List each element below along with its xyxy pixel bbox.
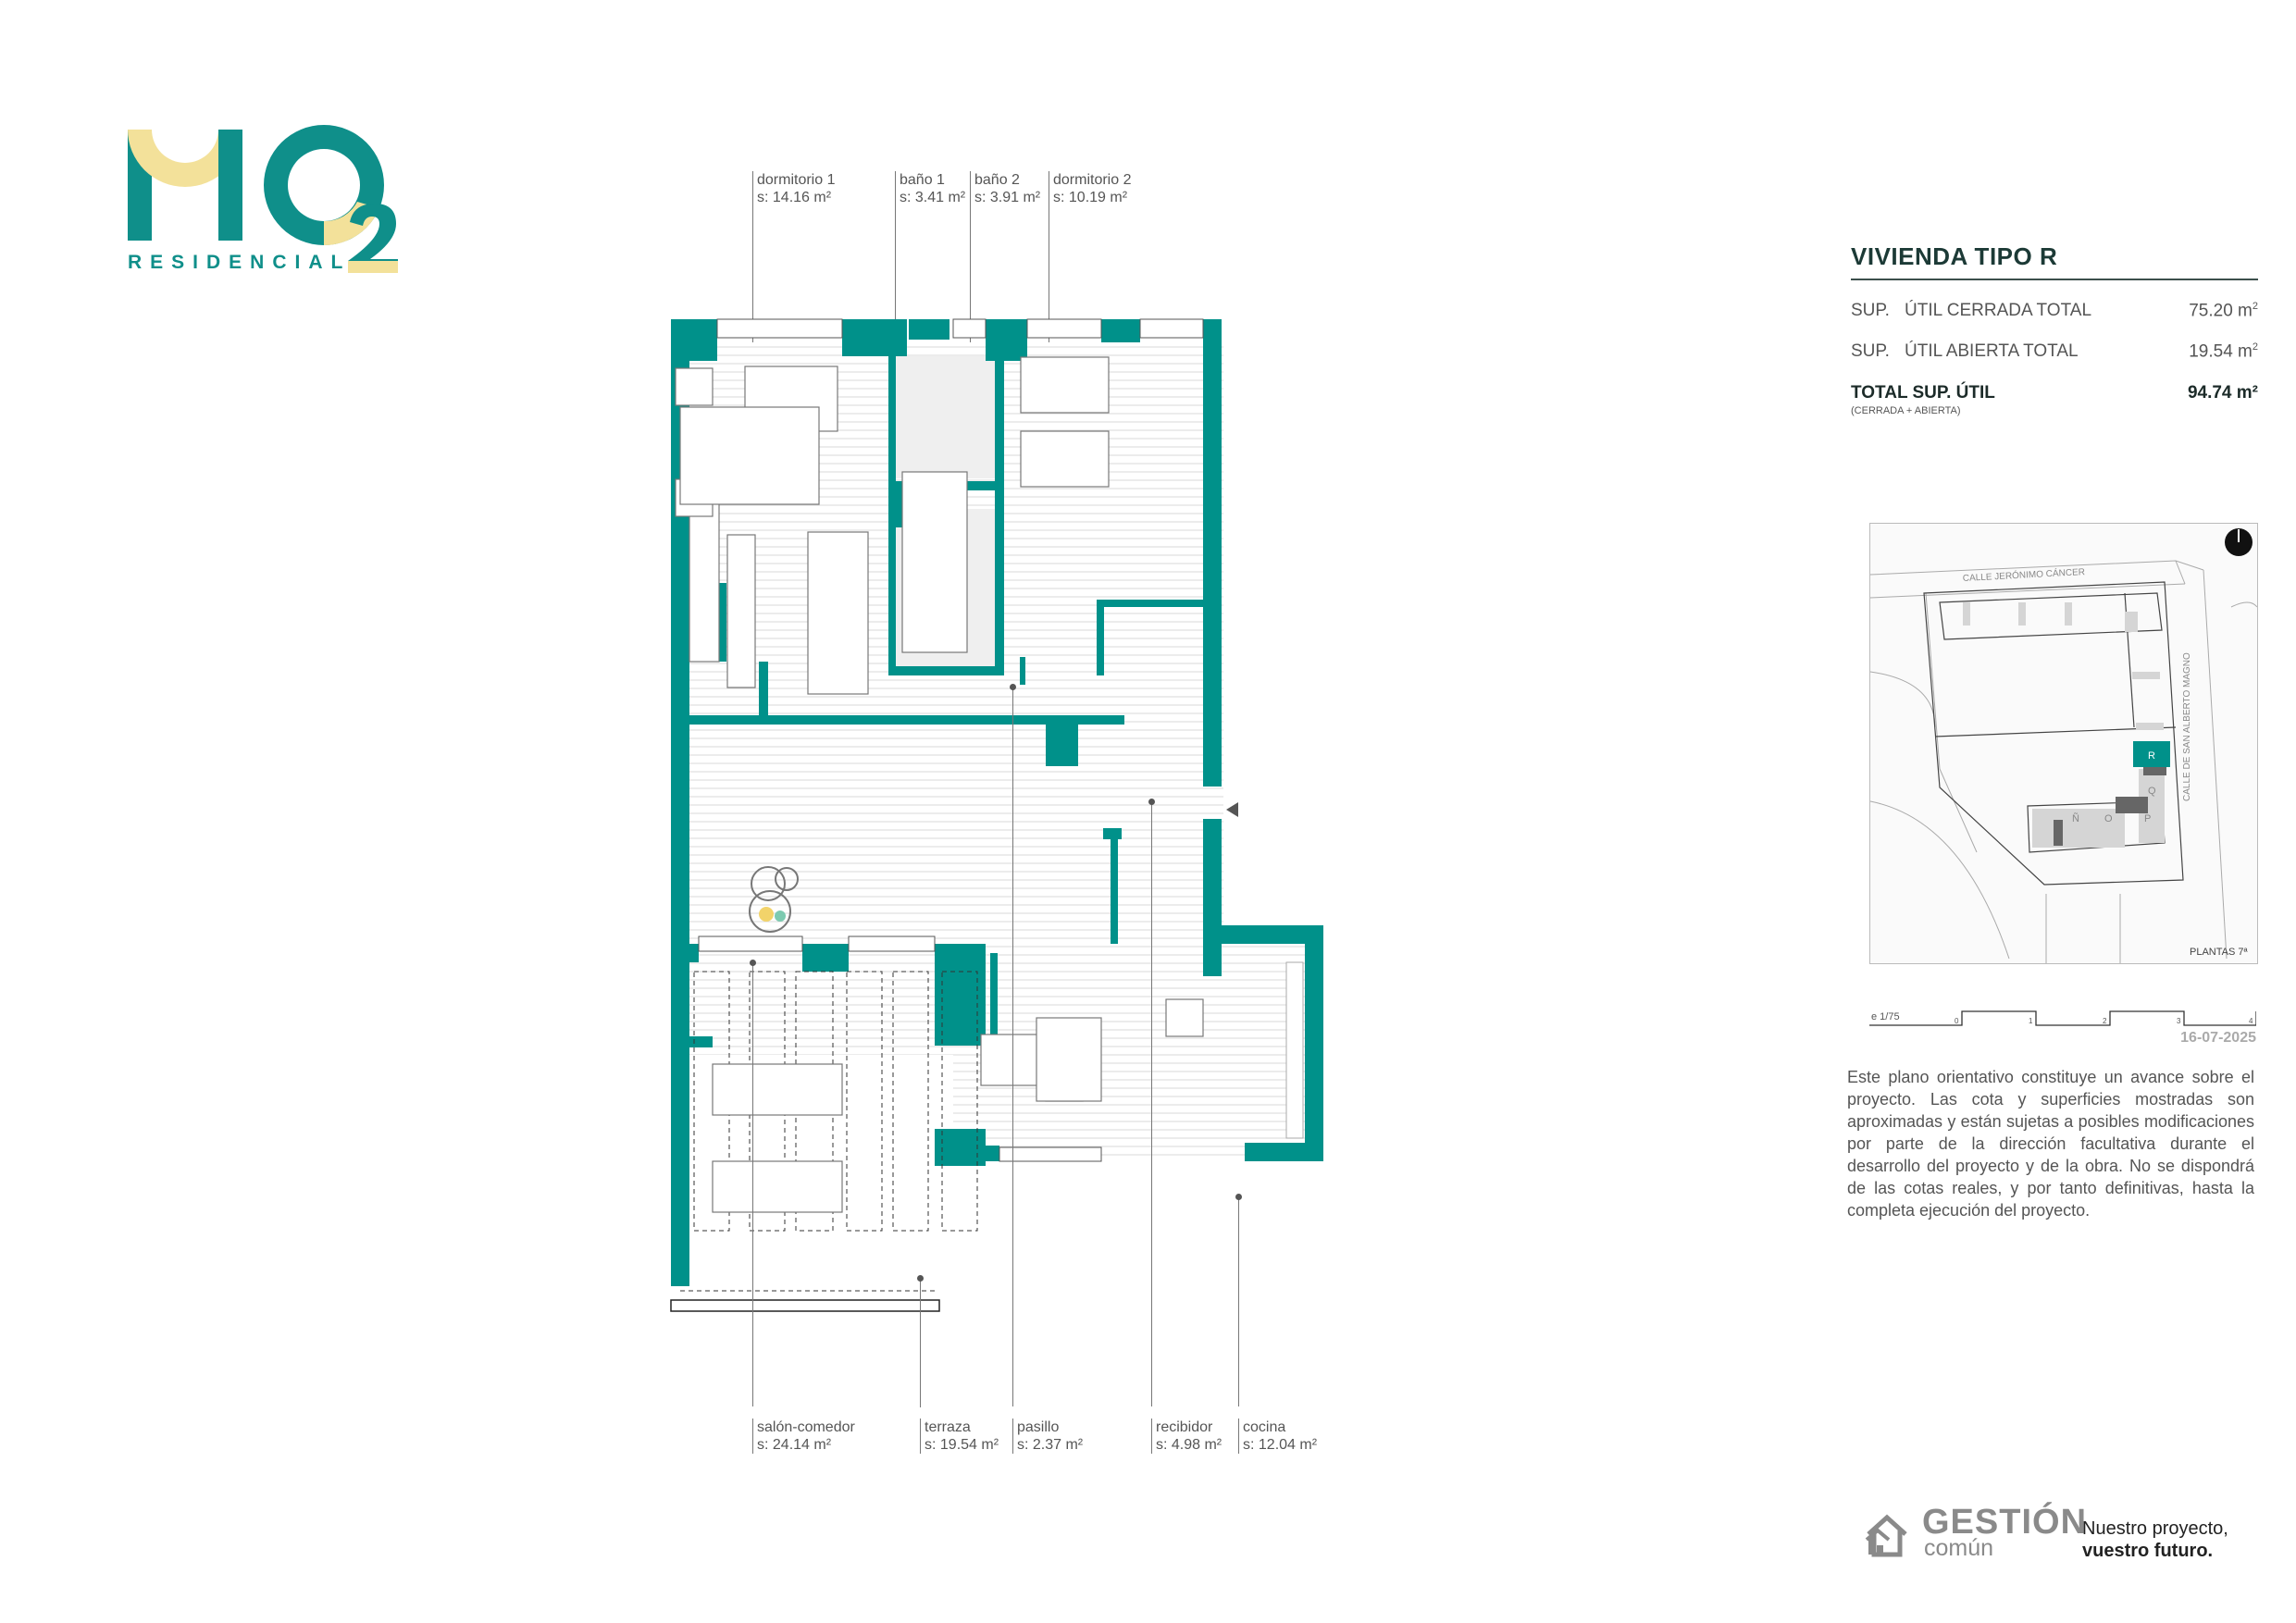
svg-text:O: O: [2104, 813, 2113, 824]
house-icon: [1865, 1514, 1907, 1557]
site-map-drawing: CALLE JERÓNIMO CÁNCER CALLE DE SAN ALBER…: [1869, 528, 2258, 963]
svg-text:4: 4: [2249, 1017, 2253, 1025]
floor-plan: [666, 315, 1333, 1332]
scale-bar: e 1/75 0 1 2 3 4: [1869, 999, 2257, 1027]
entrance-arrow-icon: [1226, 802, 1238, 817]
north-arrow-icon: [2225, 528, 2253, 556]
summary-row-abierta: SUP.ÚTIL ABIERTA TOTAL 19.54 m2: [1851, 341, 2258, 362]
leader-line: [752, 962, 753, 1406]
logo-mark-icon: [128, 125, 398, 273]
svg-text:Q: Q: [2148, 786, 2156, 797]
leader-line: [1151, 801, 1152, 1406]
summary-row-cerrada: SUP.ÚTIL CERRADA TOTAL 75.20 m2: [1851, 301, 2258, 321]
svg-text:CALLE JERÓNIMO CÁNCER: CALLE JERÓNIMO CÁNCER: [1962, 565, 2085, 584]
svg-text:3: 3: [2177, 1017, 2181, 1025]
svg-text:0: 0: [1955, 1017, 1959, 1025]
disclaimer-text: Este plano orientativo constituye un ava…: [1847, 1068, 2254, 1220]
svg-text:2: 2: [2103, 1017, 2107, 1025]
slogan: Nuestro proyecto, vuestro futuro.: [2082, 1518, 2228, 1561]
svg-text:Ñ: Ñ: [2072, 812, 2079, 824]
summary-panel: VIVIENDA TIPO R SUP.ÚTIL CERRADA TOTAL 7…: [1851, 242, 2258, 416]
svg-text:e 1/75: e 1/75: [1871, 1011, 1900, 1022]
leader-line: [1238, 1196, 1239, 1406]
logo-subtitle: RESIDENCIAL: [128, 252, 352, 273]
summary-row-total: TOTAL SUP. ÚTIL 94.74 m²: [1851, 382, 2258, 403]
svg-text:PLANTAS 7ª: PLANTAS 7ª: [2190, 947, 2248, 958]
plan-date: 16-07-2025: [2180, 1030, 2256, 1046]
room-dot: [917, 1275, 924, 1282]
leader-line: [752, 204, 753, 378]
room-dot: [750, 960, 756, 966]
gestion-comun-logo: GESTIÓN común: [1865, 1505, 2087, 1560]
svg-text:1: 1: [2029, 1017, 2033, 1025]
room-dot: [1148, 799, 1155, 805]
scale-bar-drawing: e 1/75 0 1 2 3 4: [1869, 1010, 2257, 1026]
svg-text:R: R: [2148, 750, 2155, 762]
svg-text:CALLE DE SAN ALBERTO MAGNO: CALLE DE SAN ALBERTO MAGNO: [2182, 652, 2192, 801]
mo2-logo: [120, 120, 416, 278]
svg-text:P: P: [2144, 813, 2151, 824]
site-key-map: CALLE JERÓNIMO CÁNCER CALLE DE SAN ALBER…: [1869, 523, 2258, 964]
total-note: (CERRADA + ABIERTA): [1851, 404, 1961, 416]
leader-line: [920, 1278, 921, 1407]
unit-title: VIVIENDA TIPO R: [1851, 242, 2258, 280]
floor-plan-drawing: [670, 318, 1323, 1312]
room-dot: [1010, 684, 1016, 690]
room-dot: [1235, 1194, 1242, 1200]
leader-line: [1012, 687, 1013, 1406]
